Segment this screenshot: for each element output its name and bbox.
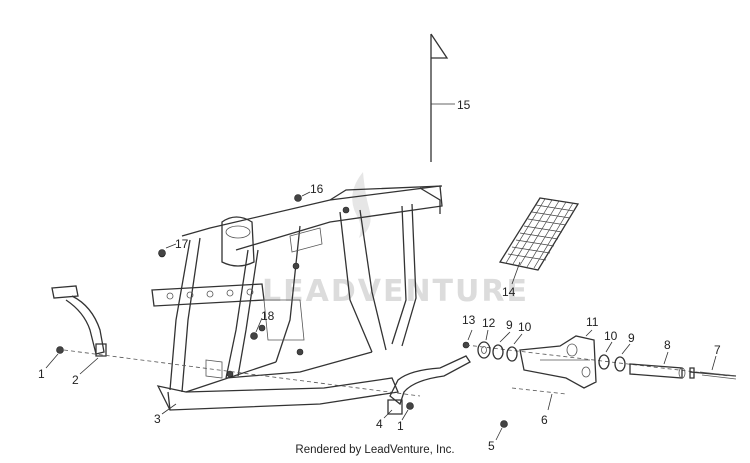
- callout-14: 14: [502, 285, 516, 299]
- callout-10-right: 10: [604, 329, 618, 343]
- callout-1-left: 1: [38, 367, 45, 381]
- part-10-spacer-right: [598, 354, 610, 370]
- part-17-bolt-icon: [158, 249, 166, 257]
- part-9-bushing-left: [492, 344, 504, 360]
- part-7-pivot-bolt: [689, 367, 737, 380]
- part-5-bolt: [495, 420, 508, 441]
- part-15-flag: [430, 33, 455, 162]
- callout-9-right: 9: [628, 331, 635, 345]
- flame-watermark-icon: [352, 172, 371, 238]
- part-3-main-frame: [151, 185, 443, 411]
- callout-10-left: 10: [518, 320, 532, 334]
- callout-7: 7: [714, 343, 721, 357]
- part-6-rod: [511, 387, 567, 411]
- callout-16: 16: [310, 182, 324, 196]
- footer-credit: Rendered by LeadVenture, Inc.: [295, 444, 455, 456]
- callout-6: 6: [541, 413, 548, 427]
- part-16-bolt-icon: [294, 194, 302, 202]
- callout-4: 4: [376, 417, 383, 431]
- part-11-swing-bracket: [519, 335, 597, 389]
- watermark-text: LEADVENTURE: [262, 274, 529, 309]
- part-9-bushing-right: [614, 356, 626, 372]
- part-10-spacer-left: [506, 346, 518, 362]
- callout-9-left: 9: [506, 318, 513, 332]
- callout-17: 17: [175, 237, 189, 251]
- part-18-nut-icon: [250, 332, 258, 340]
- part-2-footrest-bracket: [51, 285, 107, 357]
- callout-15: 15: [457, 98, 471, 112]
- part-14-mesh-pad: [498, 197, 580, 285]
- part-1-bolt-right-icon: [406, 402, 414, 410]
- callout-3: 3: [154, 412, 161, 426]
- callout-12: 12: [482, 316, 496, 330]
- callout-2: 2: [72, 373, 79, 387]
- callout-11: 11: [586, 315, 599, 329]
- part-1-bolt-left-icon: [56, 346, 64, 354]
- callout-5: 5: [488, 439, 495, 453]
- part-4-footrest-right: [387, 355, 471, 415]
- callout-8: 8: [664, 338, 671, 352]
- part-12-washer: [477, 341, 491, 359]
- callout-13: 13: [462, 313, 476, 327]
- part-8-sleeve: [629, 363, 686, 379]
- callout-1-right: 1: [397, 419, 404, 433]
- callout-18: 18: [261, 309, 275, 323]
